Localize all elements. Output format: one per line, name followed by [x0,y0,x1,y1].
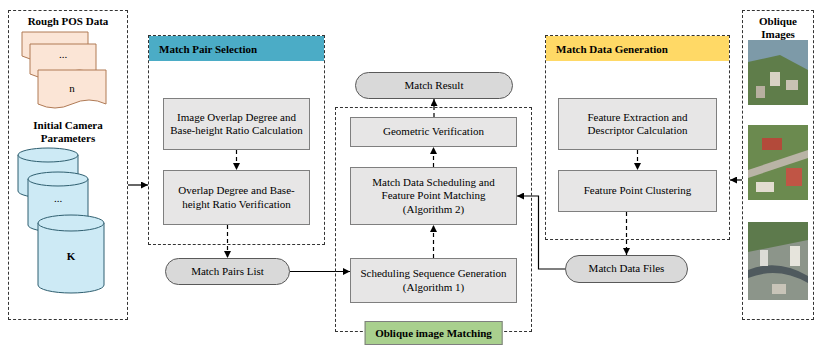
stage-title: Match Data Generation [546,36,729,61]
ellipsis-label: ... [43,192,73,205]
oblique-photo [748,222,808,300]
photo-ground [748,222,808,300]
photo-building [760,250,768,266]
photo-building [790,246,800,266]
node-text: Match Data Files [589,262,665,275]
input-group: Oblique Images [742,10,814,320]
cylinder-top [18,148,78,162]
stage-group: Match Pair SelectionImage Overlap Degree… [148,35,325,245]
process-box: Scheduling Sequence Generation (Algorith… [350,258,517,303]
flow-arrow [730,179,742,180]
photo-ground [748,40,808,105]
stage-group: Match Data GenerationFeature Extraction … [545,35,730,240]
data-terminal: Match Result [355,72,513,99]
node-text: Scheduling Sequence Generation (Algorith… [357,267,510,293]
stage-title: Match Pair Selection [149,36,324,61]
node-text: Feature Extraction and Descriptor Calcul… [565,111,710,137]
camera-cylinders [18,148,104,293]
group-title: Oblique Images [745,15,811,41]
cylinder-top [38,215,104,231]
photo-building [786,168,802,186]
photo-road [748,265,808,283]
cylinder-body [38,223,104,293]
ellipsis-label: ... [48,48,78,61]
process-box: Geometric Verification [350,117,517,147]
pos-pages [22,32,106,108]
node-text: Overlap Degree and Base-height Ratio Ver… [170,184,303,210]
node-text: Geometric Verification [383,125,484,138]
index-label: n [57,82,87,95]
data-terminal: Match Data Files [565,255,688,283]
node-text: Match Result [405,79,464,92]
process-box: Image Overlap Degree and Base-height Rat… [163,98,310,150]
stage-title: Oblique image Matching [364,321,503,345]
flow-arrow [433,225,434,258]
flow-arrow [637,150,638,170]
process-box: Overlap Degree and Base-height Ratio Ver… [163,170,310,225]
data-terminal: Match Pairs List [165,258,290,285]
node-text: Match Pairs List [191,265,264,278]
process-box: Feature Extraction and Descriptor Calcul… [558,98,717,150]
flow-arrow [236,150,237,170]
flow-arrow [128,184,148,185]
node-text: Match Data Scheduling and Feature Point … [357,176,510,216]
flow-arrow [227,225,228,258]
photo-building [762,138,782,150]
cylinder-top [28,172,88,186]
flow-arrow [626,212,627,255]
photo-ground [748,125,808,200]
group-title: Initial Camera Parameters [11,119,125,145]
node-text: Image Overlap Degree and Base-height Rat… [170,111,303,137]
page-icon [38,70,106,108]
flow-arrow [433,147,434,167]
oblique-photo [748,125,808,200]
photo-building [756,182,774,192]
photo-land [748,55,808,105]
photo-building [756,86,765,98]
oblique-photo [748,40,808,105]
flow-arrow [290,271,350,272]
flow-arrow [433,99,434,117]
input-group: Rough POS DataInitial Camera Parameters [8,10,128,320]
process-box: Feature Point Clustering [558,170,717,212]
stage-group: Oblique image MatchingGeometric Verifica… [335,107,532,332]
photo-building [772,284,786,294]
index-label: K [56,250,86,263]
photo-building [770,72,780,86]
group-title: Rough POS Data [11,15,125,28]
photo-building [786,80,798,90]
node-text: Feature Point Clustering [584,184,692,197]
process-box: Match Data Scheduling and Feature Point … [350,167,517,225]
